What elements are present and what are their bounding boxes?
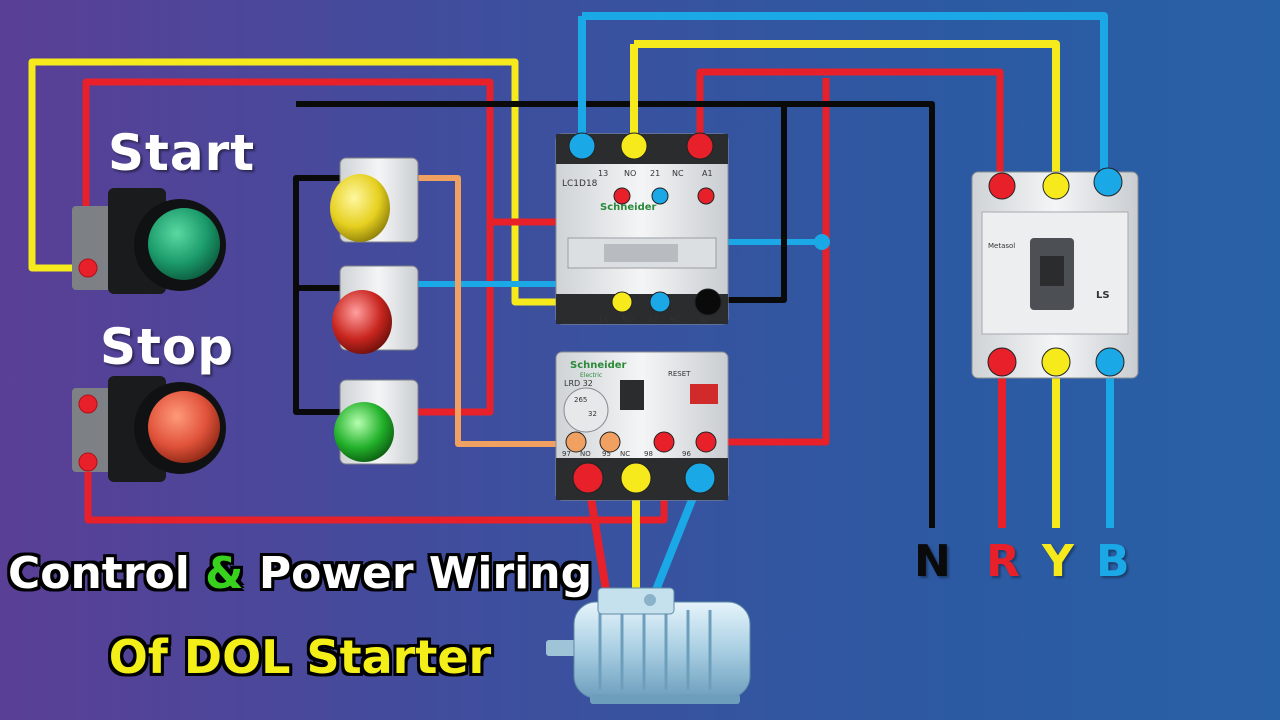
title-line-1: Control & Power Wiring bbox=[0, 548, 600, 599]
breaker-top-terminals bbox=[988, 167, 1123, 200]
breaker-name: Metasol bbox=[988, 242, 1015, 250]
motor bbox=[546, 587, 751, 704]
contactor-bottom-terminal-labels: 14 NO 22 NC A2 bbox=[598, 315, 711, 324]
contactor-bottom-terminal: NC bbox=[670, 315, 682, 324]
contactor-top-terminal: NC bbox=[672, 169, 684, 178]
phase-n-label: N bbox=[914, 536, 951, 587]
stop-push-button bbox=[72, 376, 226, 482]
red-indicator-lamp bbox=[332, 265, 419, 354]
overload-terminal: NO bbox=[580, 450, 591, 458]
yellow-indicator-lamp bbox=[330, 157, 419, 243]
contactor-top-terminal: 21 bbox=[650, 169, 660, 178]
breaker-brand: LS bbox=[1096, 290, 1110, 301]
contactor-bottom-terminal: A2 bbox=[700, 315, 711, 324]
start-push-button bbox=[72, 188, 226, 294]
contactor-bottom-terminal: 14 bbox=[598, 315, 608, 324]
overload-terminal: 97 bbox=[562, 450, 571, 458]
yellow-control-wire bbox=[28, 58, 622, 306]
push-button-terminals bbox=[78, 258, 98, 472]
contactor-brand: Schneider bbox=[600, 202, 657, 213]
overload-terminal-labels: 97 NO 95 NC 98 96 bbox=[562, 450, 691, 458]
contactor-bottom-terminal: 22 bbox=[648, 315, 658, 324]
overload-brand-sub: Electric bbox=[580, 372, 602, 379]
black-neutral-wire bbox=[293, 101, 935, 528]
phase-b-label: B bbox=[1096, 536, 1130, 587]
contactor-model: LC1D18 bbox=[562, 179, 598, 189]
overload-relay: Schneider Electric LRD 32 RESET 265 32 9… bbox=[555, 351, 729, 501]
phase-y-label: Y bbox=[1042, 536, 1074, 587]
contactor-top-terminal-labels: 13 NO 21 NC A1 bbox=[598, 169, 713, 178]
overload-model: LRD 32 bbox=[564, 379, 593, 388]
junction-dot bbox=[814, 234, 830, 250]
overload-terminal: 96 bbox=[682, 450, 691, 458]
overload-terminal: NC bbox=[620, 450, 630, 458]
breaker-bottom-terminals bbox=[987, 347, 1125, 377]
contactor-top-terminal: A1 bbox=[702, 169, 713, 178]
overload-terminal: 98 bbox=[644, 450, 653, 458]
overload-scale-value: 265 bbox=[574, 396, 587, 404]
title-power-wiring: Power Wiring bbox=[258, 548, 593, 599]
title-line-2: Of DOL Starter bbox=[108, 630, 492, 684]
overload-brand: Schneider bbox=[570, 360, 627, 371]
circuit-breaker: Metasol LS bbox=[971, 167, 1139, 379]
contactor-bottom-terminal: NO bbox=[622, 315, 634, 324]
overload-scale-value: 32 bbox=[588, 410, 597, 418]
title-control: Control bbox=[7, 548, 190, 599]
contactor-terminals bbox=[568, 132, 722, 316]
green-indicator-lamp bbox=[334, 379, 419, 465]
contactor-top-terminal: 13 bbox=[598, 169, 608, 178]
overload-terminal: 95 bbox=[602, 450, 611, 458]
contactor-top-terminal: NO bbox=[624, 169, 636, 178]
contactor: LC1D18 Schneider 13 NO 21 NC A1 14 NO 22… bbox=[555, 132, 830, 325]
start-label: Start bbox=[108, 124, 256, 182]
overload-reset-label: RESET bbox=[668, 370, 691, 378]
overload-control-terminals bbox=[565, 431, 717, 453]
overload-power-terminals bbox=[572, 462, 716, 494]
stop-label: Stop bbox=[100, 318, 235, 376]
title-ampersand: & bbox=[205, 548, 244, 599]
phase-r-label: R bbox=[986, 536, 1020, 587]
